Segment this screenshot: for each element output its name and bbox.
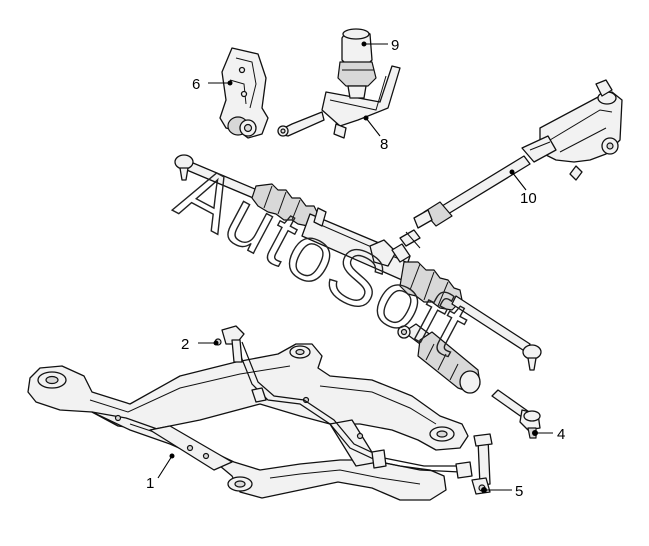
steering-column — [521, 79, 623, 181]
stabilizer-link-left — [214, 325, 245, 363]
callout-leaders — [157, 41, 553, 493]
leader-dot-4 — [532, 430, 538, 436]
callout-2: 2 — [181, 336, 189, 353]
callout-1: 1 — [146, 475, 154, 492]
watermark: AutoSoft — [163, 147, 484, 374]
leader-dot-6 — [227, 80, 233, 86]
sensor-unit — [337, 28, 377, 99]
callout-10: 10 — [520, 190, 537, 207]
leader-10 — [511, 171, 527, 191]
callout-8: 8 — [380, 136, 388, 153]
callout-6: 6 — [192, 76, 200, 93]
leader-dot-9 — [361, 41, 367, 47]
leader-dot-5 — [481, 487, 487, 493]
sensor-bracket — [277, 65, 401, 139]
leader-dot-8 — [363, 115, 369, 121]
callout-4: 4 — [557, 426, 565, 443]
leader-dot-1 — [169, 453, 175, 459]
engine-mount-bracket — [219, 47, 269, 139]
callout-9: 9 — [391, 37, 399, 54]
tie-rod-end — [491, 389, 541, 439]
stabilizer-bar — [235, 341, 462, 473]
callout-5: 5 — [515, 483, 523, 500]
intermediate-shaft — [399, 155, 531, 249]
leader-8 — [365, 117, 381, 137]
stabilizer-link-right — [455, 433, 493, 495]
watermark-text: AutoSoft — [164, 147, 484, 373]
subframe — [27, 343, 469, 501]
steering-damper — [397, 323, 481, 394]
steering-rack — [174, 154, 542, 371]
callout-labels: 1 2 4 5 6 8 9 10 — [146, 37, 565, 500]
leader-1 — [157, 455, 173, 479]
leader-dot-2 — [213, 340, 219, 346]
leader-dot-10 — [509, 169, 515, 175]
